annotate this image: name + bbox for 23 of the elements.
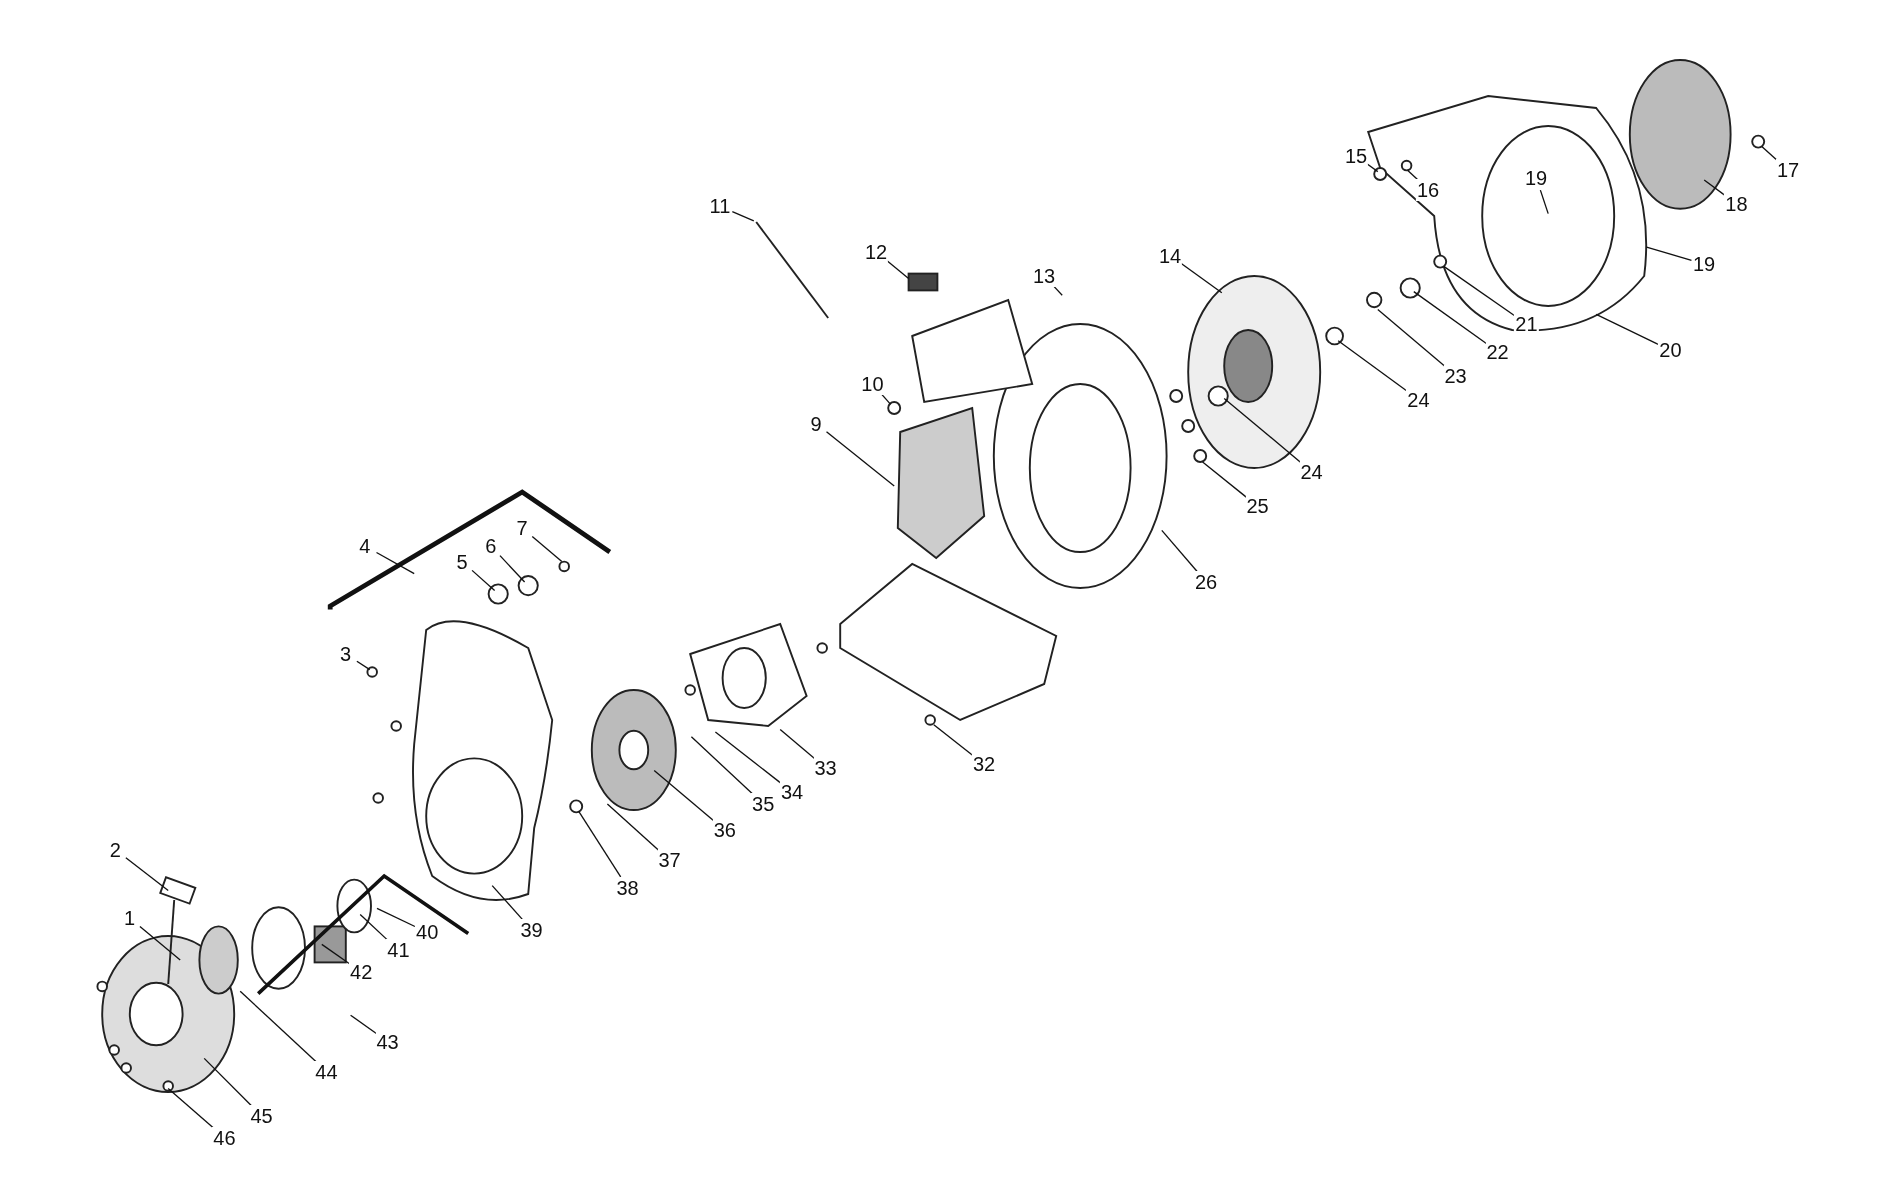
leader-line <box>577 810 622 878</box>
leader-line <box>375 551 415 575</box>
leader-line <box>1645 246 1693 261</box>
callout-number: 16 <box>1415 178 1441 201</box>
leader-line <box>139 925 181 961</box>
leader-line <box>1539 189 1549 215</box>
leader-line <box>491 884 524 921</box>
leader-line <box>471 569 496 592</box>
leader-line <box>356 660 371 671</box>
leader-line <box>880 393 892 406</box>
leader-line <box>499 555 526 583</box>
leader-line <box>376 907 417 928</box>
leader-line <box>125 857 169 892</box>
callout-number: 21 <box>1514 313 1539 335</box>
leader-line <box>1180 262 1223 294</box>
leader-line <box>885 259 910 280</box>
leader-line <box>731 210 755 222</box>
leader-line <box>203 1057 254 1108</box>
leader-line <box>531 535 563 563</box>
leader-line <box>690 736 755 796</box>
leader-line <box>1595 313 1660 346</box>
leader-line <box>1161 529 1199 573</box>
leader-line <box>825 431 895 487</box>
